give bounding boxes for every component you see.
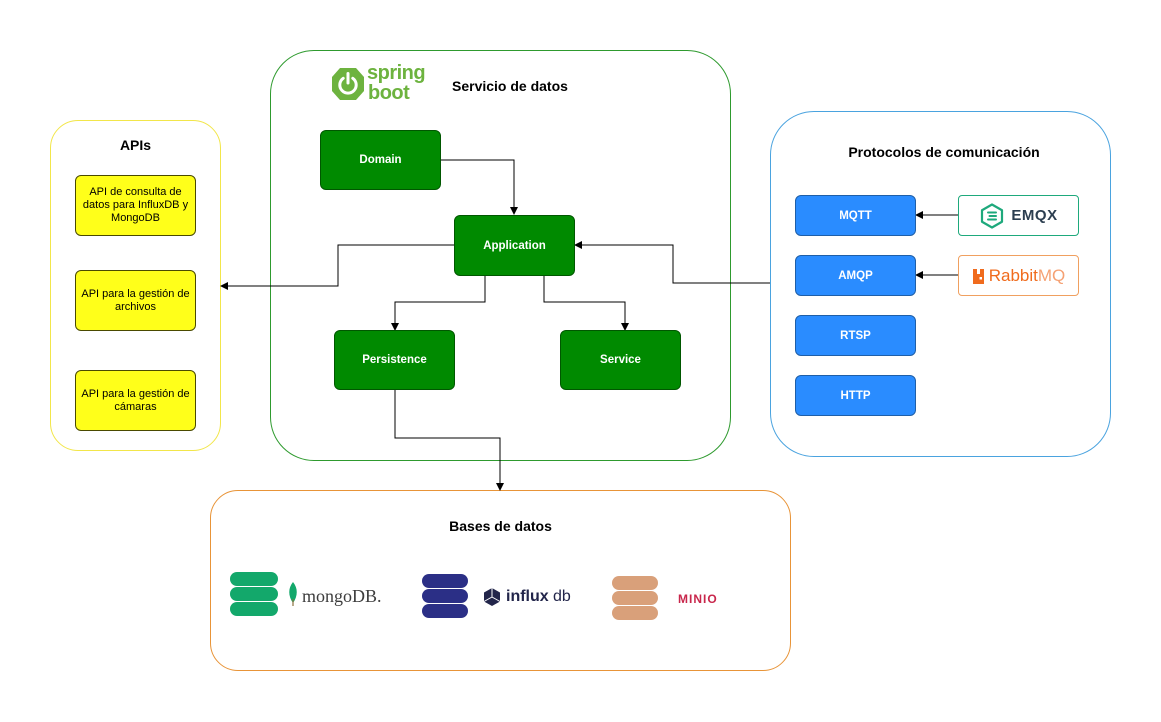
- amqp-node[interactable]: AMQP: [795, 255, 916, 296]
- minio-entry: MINIO: [610, 574, 750, 624]
- databases-title: Bases de datos: [449, 518, 552, 534]
- edge-persistence-databases: [394, 390, 504, 491]
- application-node[interactable]: Application: [454, 215, 575, 276]
- minio-label: MINIO: [678, 592, 718, 606]
- api-node-archivos[interactable]: API para la gestión de archivos: [75, 270, 196, 331]
- influxdb-label-light: db: [553, 588, 571, 605]
- rabbitmq-icon: [972, 268, 984, 284]
- http-node[interactable]: HTTP: [795, 375, 916, 416]
- edge-domain-application: [441, 159, 518, 215]
- rabbitmq-label-light: MQ: [1037, 265, 1066, 285]
- data-service-title: Servicio de datos: [452, 78, 568, 94]
- mongodb-entry: mongoDB.: [228, 570, 398, 620]
- spring-logo-line2: boot: [368, 82, 410, 104]
- spring-logo-line1: spring: [367, 62, 426, 84]
- influxdb-database-icon: [422, 574, 468, 618]
- edge-application-apis: [220, 244, 454, 290]
- influxdb-entry: influx db: [420, 572, 590, 622]
- databases-group: [210, 490, 791, 671]
- protocols-title: Protocolos de comunicación: [848, 144, 1040, 160]
- rtsp-node[interactable]: RTSP: [795, 315, 916, 356]
- rabbitmq-label-bold: Rabbit: [988, 265, 1038, 285]
- emqx-icon: [981, 202, 1004, 229]
- mongodb-leaf-icon: [289, 582, 297, 606]
- apis-title: APIs: [119, 137, 152, 153]
- emqx-logo: EMQX: [958, 195, 1079, 236]
- service-node[interactable]: Service: [560, 330, 681, 390]
- edge-application-persistence: [391, 276, 486, 331]
- mqtt-node[interactable]: MQTT: [795, 195, 916, 236]
- edge-protocols-application: [574, 241, 770, 284]
- spring-boot-logo: spring boot: [331, 62, 441, 106]
- emqx-label: EMQX: [1011, 207, 1058, 224]
- api-node-camaras[interactable]: API para la gestión de cámaras: [75, 370, 196, 431]
- domain-node[interactable]: Domain: [320, 130, 441, 190]
- persistence-node[interactable]: Persistence: [334, 330, 455, 390]
- mongodb-label: mongoDB.: [302, 586, 382, 606]
- influxdb-cube-icon: [483, 588, 501, 606]
- edge-application-service: [543, 276, 629, 331]
- spring-power-icon: [332, 68, 364, 100]
- api-node-consulta[interactable]: API de consulta de datos para InfluxDB y…: [75, 175, 196, 236]
- minio-database-icon: [612, 576, 658, 620]
- influxdb-label-bold: influx: [506, 588, 549, 605]
- mongodb-database-icon: [230, 572, 278, 616]
